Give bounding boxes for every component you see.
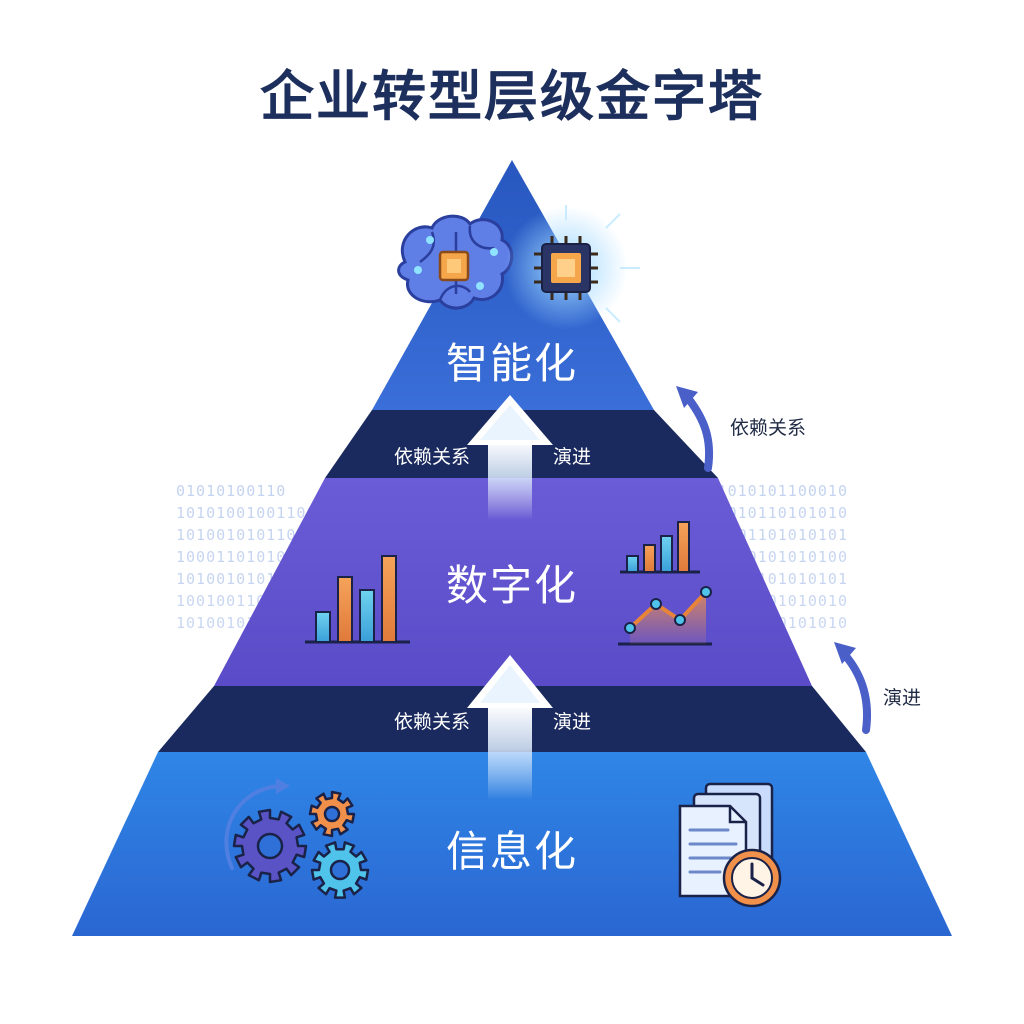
gears-icon bbox=[224, 778, 370, 899]
tier-label-bottom: 信息化 bbox=[446, 827, 578, 876]
side-arrow-lower-icon bbox=[834, 642, 871, 734]
bar-line-chart-icon bbox=[618, 521, 712, 646]
bar-chart-icon bbox=[305, 555, 410, 644]
up-arrow-lower bbox=[467, 655, 553, 800]
brain-chip-icon bbox=[397, 214, 514, 310]
binary-row: 1010101100010 bbox=[718, 482, 848, 500]
connector-upper-right-label: 演进 bbox=[553, 446, 591, 468]
side-arrow-upper-icon bbox=[676, 386, 714, 472]
page-title: 企业转型层级金字塔 bbox=[260, 65, 764, 128]
documents-clock-icon bbox=[678, 782, 782, 908]
up-arrow-upper bbox=[467, 395, 553, 520]
binary-row: 010110101010 bbox=[728, 504, 848, 522]
side-label-upper: 依赖关系 bbox=[730, 417, 806, 439]
connector-upper-left-label: 依赖关系 bbox=[394, 446, 470, 468]
binary-row: 1010100100110011 bbox=[176, 504, 337, 522]
connector-lower-left-label: 依赖关系 bbox=[394, 711, 470, 733]
processor-chip-icon bbox=[504, 205, 640, 330]
tier-label-middle: 数字化 bbox=[446, 561, 578, 610]
binary-row: 01010100110 bbox=[176, 482, 286, 500]
tier-label-top: 智能化 bbox=[446, 339, 578, 388]
side-label-lower: 演进 bbox=[883, 687, 921, 709]
binary-row: 0101101010101 bbox=[718, 526, 848, 544]
connector-lower-right-label: 演进 bbox=[553, 711, 591, 733]
